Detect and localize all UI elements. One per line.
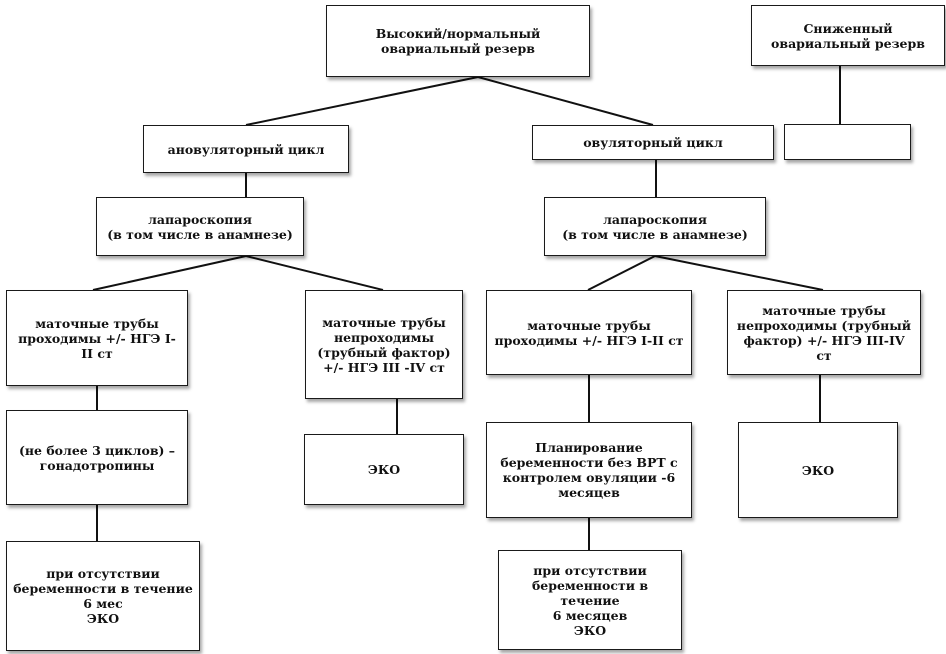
node-tubes-patent-right: маточные трубы проходимы +/- НГЭ I-II ст <box>486 290 692 375</box>
node-high-reserve-label: Высокий/нормальный овариальный резерв <box>375 26 541 56</box>
node-no-pregnancy-right-label: при отсутствии беременности в течение 6 … <box>531 562 649 638</box>
node-eko-left: ЭКО <box>304 434 464 505</box>
node-no-pregnancy-left-label: при отсутствии беременности в течение 6 … <box>13 566 193 626</box>
node-planning: Планирование беременности без ВРТ с конт… <box>486 422 692 518</box>
edge-high-to-ovulatory <box>477 76 654 126</box>
node-anovulatory: ановуляторный цикл <box>143 125 349 173</box>
edge-lap-left-to-blocked <box>245 255 384 291</box>
edge-lap-right-to-blocked <box>654 255 824 291</box>
node-tubes-patent-left-label: маточные трубы проходимы +/- НГЭ I- II с… <box>18 315 176 361</box>
edge-high-to-anovulatory <box>245 76 479 126</box>
node-low-reserve-child <box>784 124 911 160</box>
node-laparoscopy-right-label: лапароскопия (в том числе в анамнезе) <box>562 211 748 242</box>
node-eko-left-label: ЭКО <box>367 462 401 477</box>
node-laparoscopy-right: лапароскопия (в том числе в анамнезе) <box>544 197 766 256</box>
node-tubes-blocked-left-label: маточные трубы непроходимы (трубный факт… <box>317 314 451 375</box>
node-low-reserve-label: Сниженный овариальный резерв <box>771 20 925 51</box>
node-tubes-blocked-right-label: маточные трубы непроходимы (трубный факт… <box>736 302 912 363</box>
edge-lap-left-to-patent <box>92 255 247 291</box>
node-anovulatory-label: ановуляторный цикл <box>167 141 325 157</box>
node-planning-label: Планирование беременности без ВРТ с конт… <box>500 440 678 500</box>
node-gonadotropins-label: (не более 3 циклов) – гонадотропины <box>18 442 176 473</box>
node-laparoscopy-left: лапароскопия (в том числе в анамнезе) <box>96 197 304 256</box>
edge-lap-right-to-patent <box>587 255 656 291</box>
node-tubes-patent-left: маточные трубы проходимы +/- НГЭ I- II с… <box>6 290 188 386</box>
node-no-pregnancy-right: при отсутствии беременности в течение 6 … <box>498 550 682 650</box>
node-tubes-blocked-left: маточные трубы непроходимы (трубный факт… <box>305 290 463 399</box>
node-tubes-patent-right-label: маточные трубы проходимы +/- НГЭ I-II ст <box>494 317 684 348</box>
node-high-reserve: Высокий/нормальный овариальный резерв <box>326 5 590 77</box>
node-eko-right: ЭКО <box>738 422 898 518</box>
node-low-reserve: Сниженный овариальный резерв <box>751 5 945 66</box>
node-tubes-blocked-right: маточные трубы непроходимы (трубный факт… <box>727 290 921 375</box>
node-no-pregnancy-left: при отсутствии беременности в течение 6 … <box>6 541 200 651</box>
node-ovulatory: овуляторный цикл <box>532 125 774 160</box>
node-ovulatory-label: овуляторный цикл <box>583 135 723 150</box>
node-gonadotropins: (не более 3 циклов) – гонадотропины <box>6 410 188 505</box>
node-eko-right-label: ЭКО <box>801 462 835 478</box>
node-laparoscopy-left-label: лапароскопия (в том числе в анамнезе) <box>107 211 293 242</box>
